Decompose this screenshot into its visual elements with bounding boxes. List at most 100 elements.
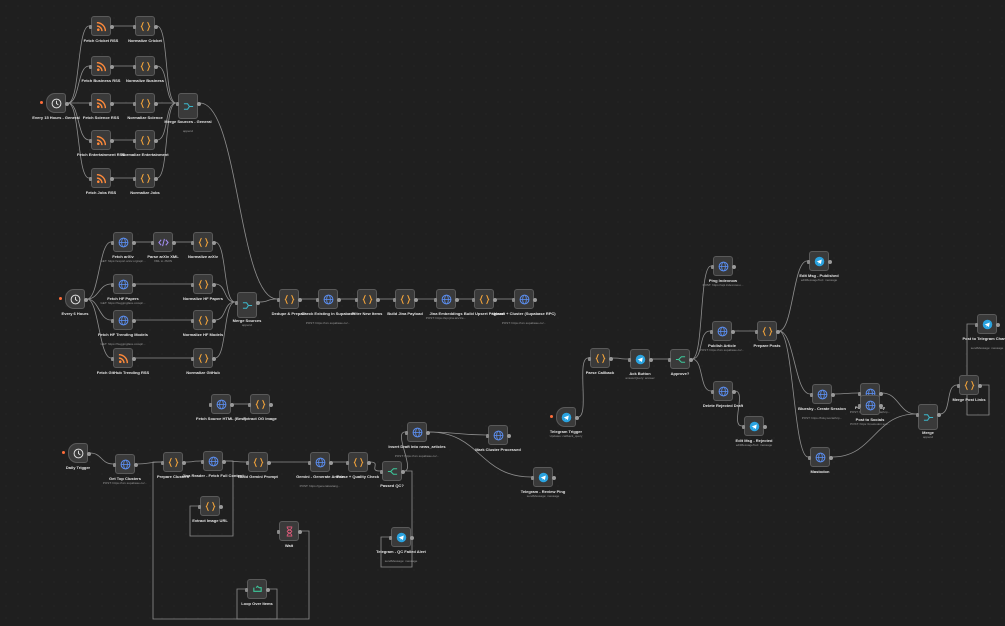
input-port[interactable] (89, 177, 92, 181)
output-port[interactable] (132, 357, 136, 361)
input-port[interactable] (191, 241, 194, 245)
output-port[interactable] (410, 536, 414, 540)
output-port[interactable] (154, 102, 158, 106)
workflow-node-n19[interactable] (111, 310, 136, 330)
input-port[interactable] (858, 392, 861, 396)
input-port[interactable] (405, 431, 408, 435)
input-port[interactable] (209, 403, 212, 407)
output-port[interactable] (731, 330, 735, 334)
input-port[interactable] (133, 177, 136, 181)
output-port[interactable] (533, 298, 537, 302)
workflow-node-n21[interactable] (111, 348, 136, 368)
workflow-node-n47[interactable] (245, 579, 270, 599)
workflow-node-n58[interactable] (810, 384, 835, 404)
workflow-node-n28[interactable] (434, 289, 459, 309)
output-port[interactable] (65, 102, 69, 106)
output-port[interactable] (937, 413, 941, 417)
output-port[interactable] (996, 323, 1000, 327)
workflow-node-n18[interactable] (191, 274, 216, 294)
workflow-node-n41[interactable] (380, 461, 405, 481)
input-port[interactable] (308, 461, 311, 465)
workflow-node-n25[interactable] (316, 289, 341, 309)
output-port[interactable] (172, 241, 176, 245)
workflow-node-n4[interactable] (89, 56, 114, 76)
input-port[interactable] (434, 298, 437, 302)
workflow-node-n13[interactable] (65, 289, 88, 309)
output-port[interactable] (230, 403, 234, 407)
output-port[interactable] (376, 298, 380, 302)
output-port[interactable] (132, 241, 136, 245)
output-port[interactable] (298, 530, 302, 534)
input-port[interactable] (512, 298, 515, 302)
output-port[interactable] (763, 425, 767, 429)
output-port[interactable] (132, 283, 136, 287)
input-port[interactable] (191, 357, 194, 361)
input-port[interactable] (975, 323, 978, 327)
output-port[interactable] (110, 139, 114, 143)
workflow-node-n20[interactable] (191, 310, 216, 330)
output-port[interactable] (256, 301, 260, 305)
output-port[interactable] (298, 298, 302, 302)
output-port[interactable] (182, 461, 186, 465)
output-port[interactable] (154, 139, 158, 143)
workflow-node-n34[interactable] (113, 454, 138, 474)
workflow-node-n43[interactable] (486, 425, 511, 445)
output-port[interactable] (455, 298, 459, 302)
input-port[interactable] (111, 319, 114, 323)
workflow-node-n51[interactable] (668, 349, 693, 369)
workflow-node-n26[interactable] (355, 289, 380, 309)
input-port[interactable] (389, 536, 392, 540)
workflow-node-n30[interactable] (512, 289, 537, 309)
workflow-node-n39[interactable] (308, 452, 333, 472)
output-port[interactable] (337, 298, 341, 302)
output-port[interactable] (507, 434, 511, 438)
output-port[interactable] (401, 470, 405, 474)
output-port[interactable] (197, 102, 201, 106)
workflow-node-n53[interactable] (710, 321, 735, 341)
output-port[interactable] (110, 177, 114, 181)
workflow-node-n17[interactable] (111, 274, 136, 294)
input-port[interactable] (133, 139, 136, 143)
workflow-node-n45[interactable] (277, 521, 302, 541)
output-port[interactable] (689, 358, 693, 362)
input-port[interactable] (133, 65, 136, 69)
workflow-node-n7[interactable] (133, 93, 158, 113)
output-port[interactable] (978, 384, 982, 388)
output-port[interactable] (84, 298, 88, 302)
output-port[interactable] (831, 393, 835, 397)
output-port[interactable] (212, 319, 216, 323)
input-port[interactable] (916, 413, 919, 417)
workflow-node-n52[interactable] (711, 256, 736, 276)
output-port[interactable] (110, 65, 114, 69)
input-port[interactable] (176, 102, 179, 106)
input-port[interactable] (161, 461, 164, 465)
workflow-node-n24[interactable] (277, 289, 302, 309)
output-port[interactable] (266, 588, 270, 592)
output-port[interactable] (776, 330, 780, 334)
workflow-node-n6[interactable] (89, 93, 114, 113)
workflow-node-n44[interactable] (531, 467, 556, 487)
input-port[interactable] (807, 260, 810, 264)
output-port[interactable] (212, 357, 216, 361)
output-port[interactable] (575, 416, 579, 420)
workflow-node-n38[interactable] (198, 496, 223, 516)
input-port[interactable] (198, 505, 201, 509)
output-port[interactable] (609, 357, 613, 361)
input-port[interactable] (111, 283, 114, 287)
input-port[interactable] (89, 102, 92, 106)
input-port[interactable] (89, 139, 92, 143)
workflow-node-n22[interactable] (191, 348, 216, 368)
input-port[interactable] (191, 319, 194, 323)
output-port[interactable] (222, 460, 226, 464)
input-port[interactable] (111, 241, 114, 245)
output-port[interactable] (267, 461, 271, 465)
input-port[interactable] (111, 357, 114, 361)
output-port[interactable] (154, 177, 158, 181)
workflow-node-n50[interactable] (628, 349, 653, 369)
workflow-node-n37[interactable] (246, 452, 271, 472)
input-port[interactable] (201, 460, 204, 464)
input-port[interactable] (858, 404, 861, 408)
output-port[interactable] (212, 241, 216, 245)
input-port[interactable] (531, 476, 534, 480)
